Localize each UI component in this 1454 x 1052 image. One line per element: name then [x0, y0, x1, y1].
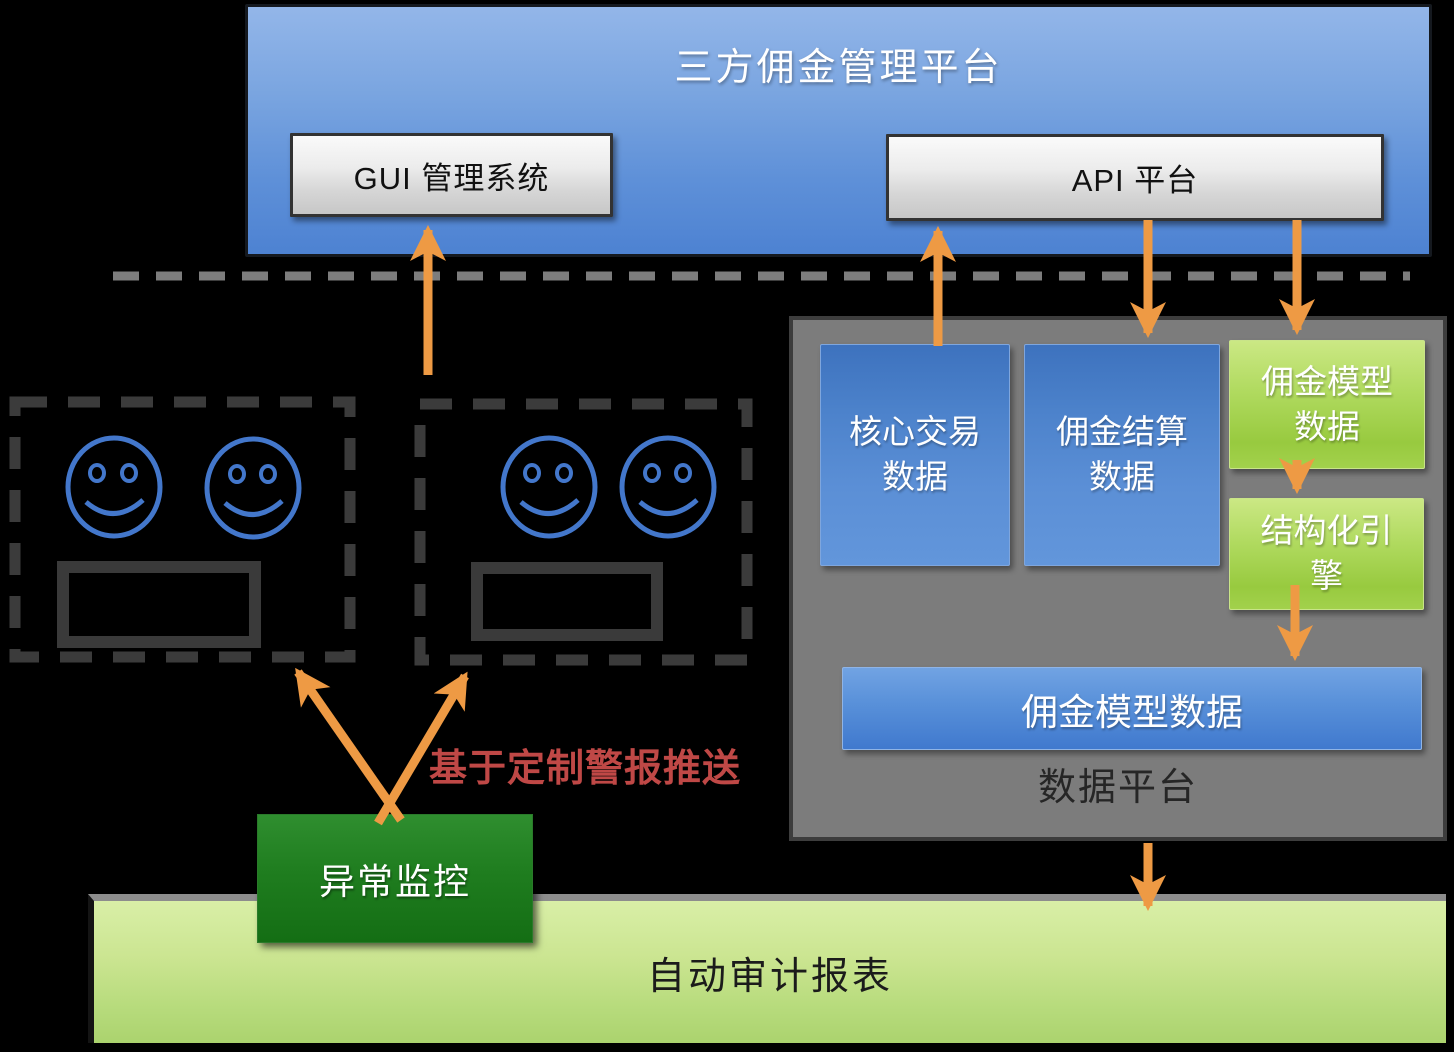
node-label-line: 结构化引: [1260, 512, 1393, 550]
smiley-face-icon: [65, 435, 163, 539]
arrow-alert-to-group1: [294, 667, 405, 823]
node-label-line: 数据: [1294, 407, 1360, 445]
node-label-line: 数据: [1089, 458, 1155, 495]
smiley-face-icon: [204, 436, 302, 540]
alert-push-label: 基于定制警报推送: [428, 747, 741, 790]
user-group-2: [414, 398, 753, 666]
structured-engine-node: 结构化引擎: [1229, 498, 1424, 610]
api-platform-node: API 平台: [886, 134, 1384, 221]
top-platform-title: 三方佣金管理平台: [674, 46, 1003, 89]
commission-model-data-node: 佣金模型数据: [1229, 340, 1425, 469]
terminal-screen-icon: [471, 562, 663, 641]
smiley-face-icon: [500, 435, 598, 539]
smiley-face-icon: [619, 435, 717, 539]
node-label-line: 佣金模型: [1261, 362, 1393, 400]
user-group-1: [9, 396, 356, 663]
data-platform-label: 数据平台: [1037, 766, 1198, 809]
node-label-line: 佣金结算: [1056, 413, 1188, 451]
commission-settlement-data-node: 佣金结算数据: [1024, 344, 1220, 566]
terminal-screen-icon: [57, 561, 261, 648]
commission-model-data-wide-node: 佣金模型数据: [842, 667, 1422, 750]
exception-monitoring-node: 异常监控: [257, 814, 533, 943]
node-label-line: 数据: [882, 458, 948, 495]
node-label-line: 核心交易: [849, 413, 981, 451]
core-transaction-data-node: 核心交易数据: [820, 344, 1010, 566]
gui-system-node: GUI 管理系统: [290, 133, 613, 217]
node-label-line: 擎: [1310, 557, 1343, 594]
